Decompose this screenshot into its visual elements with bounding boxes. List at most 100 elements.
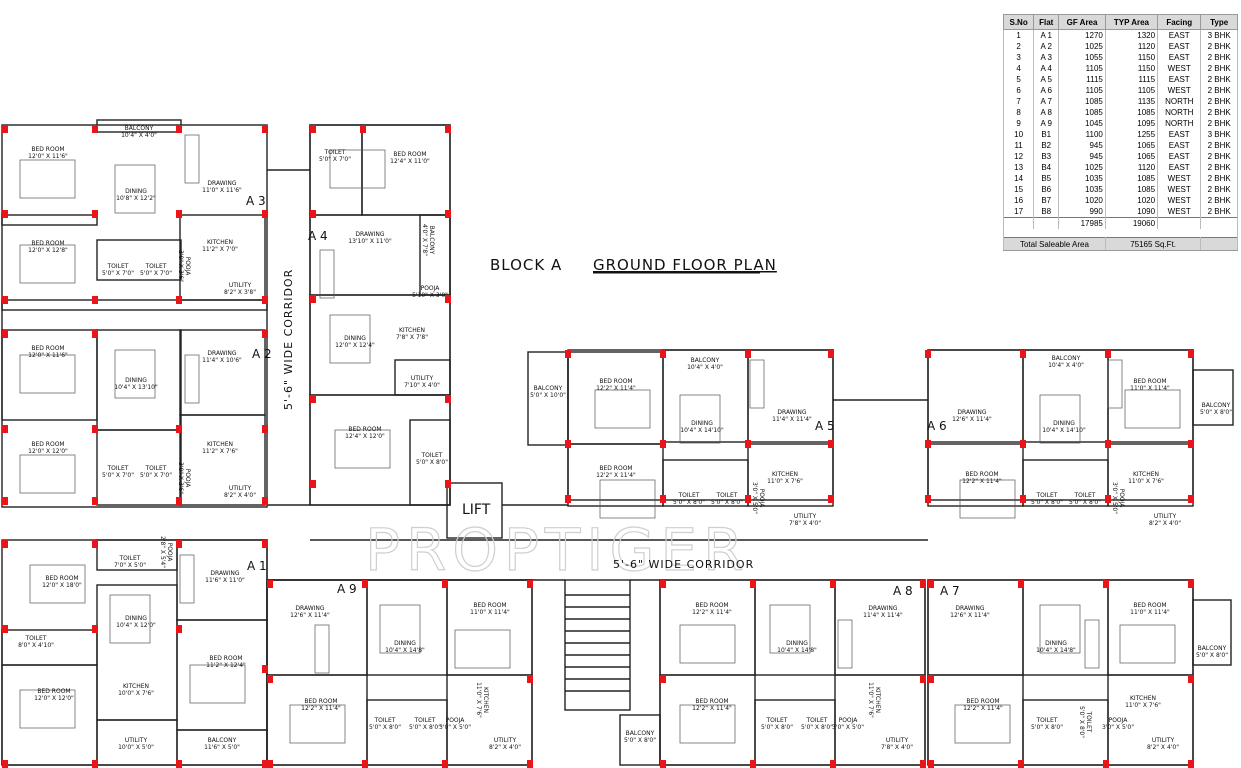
wall [1, 124, 268, 508]
wall [409, 419, 451, 506]
cell-facing: EAST [1157, 41, 1202, 52]
column [828, 440, 834, 448]
column [750, 580, 756, 588]
room-name: BED ROOM [695, 602, 728, 609]
room-name: TOILET [716, 492, 738, 499]
watermark: PROPTIGER [365, 516, 749, 584]
column [262, 497, 268, 505]
cell-typ: 1135 [1104, 96, 1159, 107]
room-name: DRAWING [355, 231, 385, 238]
room-dimension: 5'0" X 8'0" [1031, 724, 1063, 731]
cell-type: 2 BHK [1200, 41, 1238, 52]
column [1188, 580, 1194, 588]
cell-flat: A 3 [1033, 52, 1060, 63]
cell-facing: NORTH [1157, 118, 1202, 129]
bed [1119, 624, 1176, 664]
bed [329, 149, 386, 189]
cell-flat: A 7 [1033, 96, 1060, 107]
bed [454, 629, 511, 669]
cell-typ: 1255 [1104, 129, 1159, 140]
wall [1022, 579, 1109, 676]
cell-gf: 1085 [1058, 107, 1106, 118]
bed [334, 429, 391, 469]
column [176, 296, 182, 304]
room-dimension: 12'2" X 11'4" [962, 478, 1002, 485]
cell-flat: B7 [1033, 195, 1060, 206]
cell-flat: B2 [1033, 140, 1060, 151]
room-dimension: 5'0" X 7'0" [140, 472, 172, 479]
room-dimension: 10'4" X 14'10" [680, 427, 724, 434]
wall [1192, 599, 1232, 666]
area-table: S.No Flat GF Area TYP Area Facing Type 1… [1002, 14, 1238, 251]
room-name: UTILITY [1154, 513, 1177, 520]
column [92, 625, 98, 633]
cell-facing: EAST [1157, 129, 1202, 140]
room-name: POOJA [184, 469, 191, 489]
room-dimension: 12'2" X 11'4" [963, 705, 1003, 712]
cell-sno: 7 [1002, 96, 1035, 107]
cell-gf: 1115 [1058, 74, 1106, 85]
cell-flat: A 8 [1033, 107, 1060, 118]
cell-flat: A 9 [1033, 118, 1060, 129]
sofa [179, 554, 195, 604]
room-name: KITCHEN [772, 471, 798, 478]
column [660, 350, 666, 358]
th-gf-area: GF Area [1058, 14, 1106, 30]
cell-type: 3 BHK [1200, 29, 1238, 41]
column [1105, 440, 1111, 448]
wall [96, 584, 178, 721]
cell-typ: 1085 [1104, 107, 1159, 118]
room-dimension: 12'2" X 11'4" [596, 385, 636, 392]
room-dimension: 7'8" X 7'8" [396, 334, 428, 341]
room-name: TOILET [107, 263, 129, 270]
cell-flat: A 1 [1033, 29, 1060, 41]
cell-gf: 1025 [1058, 41, 1106, 52]
room-dimension: 3'0" X 5'0" [751, 482, 758, 514]
room-dimension: 3'0" X 5'0" [832, 724, 864, 731]
column [92, 210, 98, 218]
room-name: BED ROOM [473, 602, 506, 609]
room-dimension: 11'6" X 11'0" [205, 577, 245, 584]
cell-type: 2 BHK [1200, 140, 1238, 151]
wall [309, 124, 363, 216]
room-dimension: 12'6" X 11'4" [290, 612, 330, 619]
cell-gf: 1100 [1058, 129, 1106, 140]
room-dimension: 4'0" X 7'8" [421, 224, 428, 256]
column [1020, 440, 1026, 448]
total-typ: 19060 [1104, 217, 1159, 229]
room-dimension: 11'0" X 7'6" [1125, 702, 1161, 709]
column [527, 760, 533, 768]
room-name: DINING [344, 335, 366, 342]
wall [1, 329, 98, 421]
cell-type: 2 BHK [1200, 52, 1238, 63]
room-dimension: 11'6" X 5'0" [204, 744, 240, 751]
room-dimension: 12'0" X 12'8" [28, 247, 68, 254]
room-name: KITCHEN [207, 239, 233, 246]
room-dimension: 5'0" X 7'0" [319, 156, 351, 163]
room-dimension: 10'4" X 4'0" [687, 364, 723, 371]
wall [834, 674, 926, 766]
room-dimension: 5'0" X 8'0" [1200, 409, 1232, 416]
column [750, 760, 756, 768]
room-dimension: 7'10" X 4'0" [404, 382, 440, 389]
room-dimension: 8'0" X 4'10" [18, 642, 54, 649]
column [1188, 440, 1194, 448]
unit-label: A 4 [308, 229, 328, 243]
column [262, 296, 268, 304]
cell-sno: 11 [1002, 140, 1035, 151]
room-name: BALCONY [1202, 402, 1231, 409]
room-dimension: 13'10" X 11'0" [348, 238, 392, 245]
